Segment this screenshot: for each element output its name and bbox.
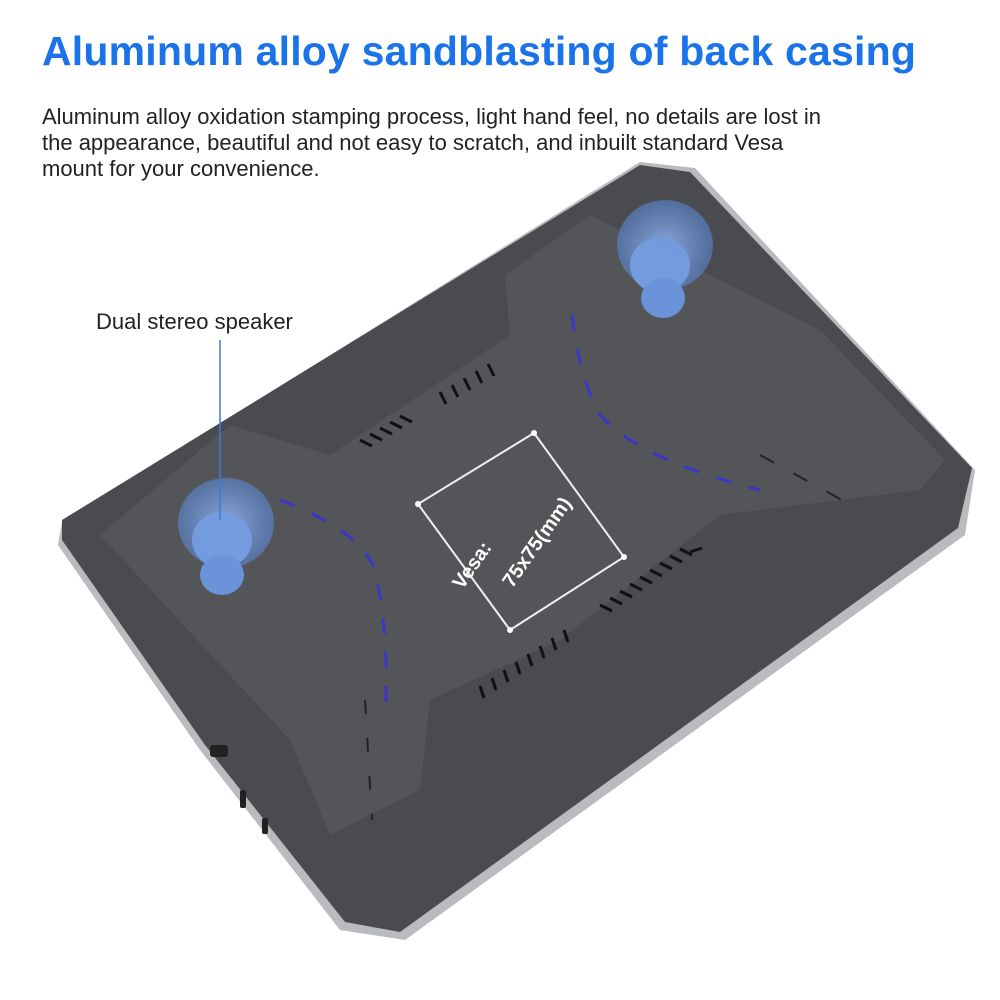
dashed-guide-right [570, 314, 761, 492]
raised-panel [100, 215, 945, 835]
description-line: mount for your convenience. [42, 156, 320, 181]
description-line: the appearance, beautiful and not easy t… [42, 130, 784, 155]
dashed-guide-left [279, 498, 388, 721]
side-ports [210, 745, 268, 834]
description: Aluminum alloy oxidation stamping proces… [42, 104, 982, 182]
speaker-left [178, 478, 274, 595]
description-line: Aluminum alloy oxidation stamping proces… [42, 104, 821, 129]
speaker-callout-label: Dual stereo speaker [96, 309, 293, 334]
speaker-right [617, 200, 713, 318]
page-title: Aluminum alloy sandblasting of back casi… [42, 28, 917, 74]
vent-slots [359, 363, 703, 699]
